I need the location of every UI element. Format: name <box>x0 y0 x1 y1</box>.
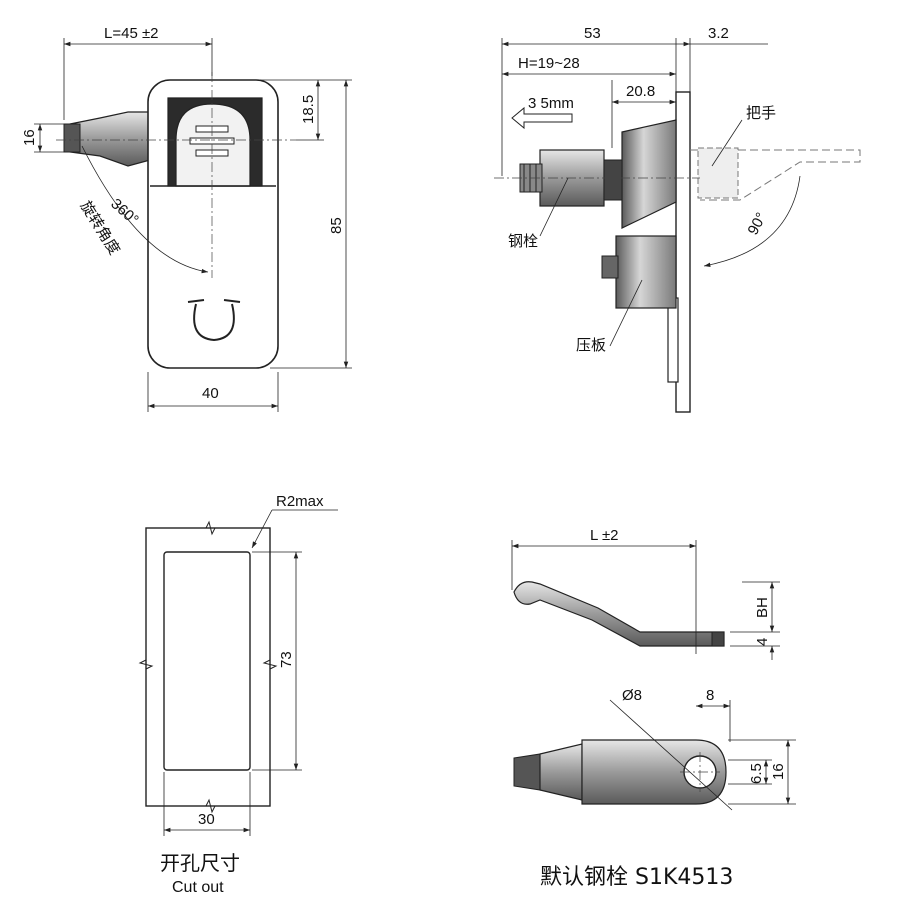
front-ring <box>193 303 235 342</box>
front-handle-tongue <box>69 111 151 167</box>
side-label-bolt: 钢栓 <box>508 232 538 250</box>
side-housing <box>621 119 677 229</box>
cutout-caption-en: Cut out <box>172 879 224 896</box>
front-dim-L: L=45 ±2 <box>104 25 159 42</box>
front-view: L=45 ±2 16 18.5 85 40 360° 旋转角度 <box>21 25 352 412</box>
bolt-dim-BH: BH <box>754 597 771 618</box>
cutout-caption-cn: 开孔尺寸 <box>160 851 240 875</box>
side-angle: 90° <box>745 210 771 238</box>
side-label-handle: 把手 <box>746 104 776 122</box>
front-rotation-angle: 360° <box>107 195 141 228</box>
side-view: 53 3.2 H=19~28 20.8 3 5mm 90° 把手 钢栓 压板 <box>494 25 861 413</box>
cutout-hole <box>163 551 251 771</box>
front-dim-handle-width: 16 <box>21 129 38 146</box>
cutout-dim-height: 73 <box>278 651 295 668</box>
cutout-dim-width: 30 <box>198 811 215 828</box>
front-dim-width: 40 <box>202 385 219 402</box>
bolt-dim-slot: 6.5 <box>748 763 765 784</box>
bolt-dim-hole: Ø8 <box>622 687 642 704</box>
bolt-dim-L: L ±2 <box>590 527 619 544</box>
side-dim-plate: 3.2 <box>708 25 729 42</box>
bolt-view: L ±2 BH 4 Ø8 8 6.5 16 默认钢栓 S1K4513 <box>511 527 796 890</box>
side-dim-stroke: 20.8 <box>626 83 655 100</box>
side-dim-total: 53 <box>584 25 601 42</box>
bolt-dim-offset: 8 <box>706 687 714 704</box>
bolt-caption: 默认钢栓 S1K4513 <box>540 865 733 890</box>
cutout-view: R2max 73 30 开孔尺寸 Cut out <box>138 493 338 896</box>
bolt-top-blade <box>581 739 727 805</box>
bolt-dim-thickness: 4 <box>754 638 771 646</box>
front-dim-top: 18.5 <box>300 95 317 124</box>
side-clamp <box>615 235 677 309</box>
front-dim-height: 85 <box>328 217 345 234</box>
side-move-arrow <box>511 106 573 130</box>
bolt-side-profile <box>513 581 725 647</box>
side-dim-move: 3 5mm <box>528 95 574 112</box>
bolt-dim-width: 16 <box>770 763 787 780</box>
side-dim-H: H=19~28 <box>518 55 580 72</box>
cutout-dim-radius: R2max <box>276 493 324 510</box>
side-label-plate: 压板 <box>576 336 606 354</box>
